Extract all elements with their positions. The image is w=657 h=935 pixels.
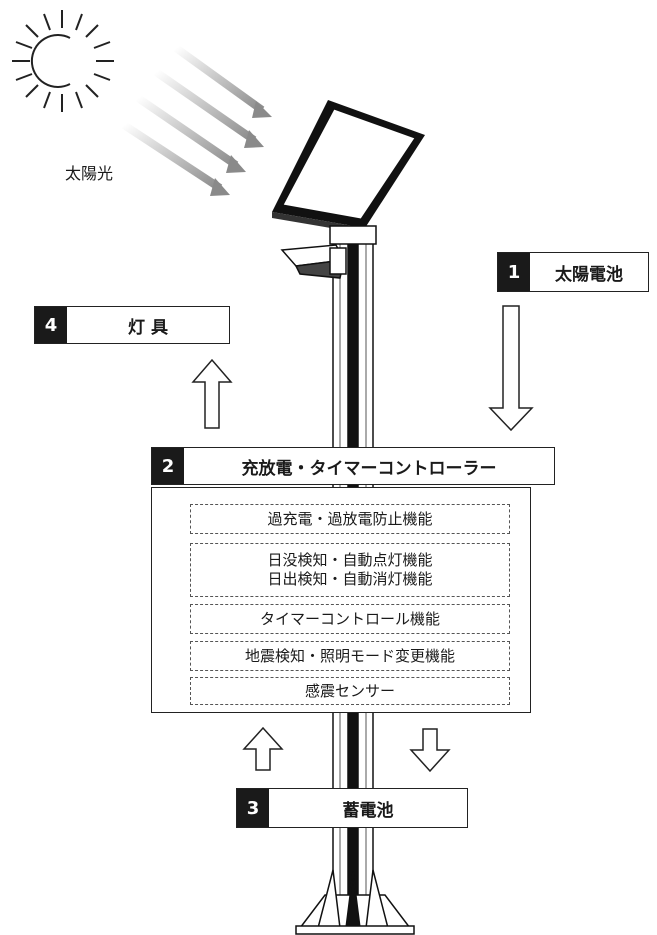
solar-battery-number: 1 bbox=[498, 253, 530, 291]
lamp-head bbox=[280, 244, 347, 279]
arrow-down-controller-to-storage bbox=[409, 728, 451, 773]
solar-battery-label: 太陽電池 bbox=[555, 264, 623, 285]
function-earthquake-mode: 地震検知・照明モード変更機能 bbox=[190, 641, 510, 671]
lamp-number: 4 bbox=[35, 307, 67, 343]
function-line: 日没検知・自動点灯機能 bbox=[267, 551, 433, 569]
function-line: タイマーコントロール機能 bbox=[259, 609, 440, 628]
arrow-down-solar-to-controller bbox=[488, 305, 534, 432]
controller-number: 2 bbox=[152, 448, 184, 484]
function-line: 地震検知・照明モード変更機能 bbox=[244, 646, 455, 665]
controller-box: 2 充放電・タイマーコントローラー bbox=[151, 447, 555, 485]
function-auto-light-on-off: 日没検知・自動点灯機能 日出検知・自動消灯機能 bbox=[190, 543, 510, 597]
controller-functions-panel: 過充電・過放電防止機能 日没検知・自動点灯機能 日出検知・自動消灯機能 タイマー… bbox=[151, 487, 531, 713]
function-overcharge-protection: 過充電・過放電防止機能 bbox=[190, 504, 510, 534]
storage-battery-label: 蓄電池 bbox=[342, 800, 394, 821]
function-line: 過充電・過放電防止機能 bbox=[267, 509, 433, 528]
function-timer-control: タイマーコントロール機能 bbox=[190, 604, 510, 634]
controller-label: 充放電・タイマーコントローラー bbox=[241, 458, 497, 479]
function-line: 日出検知・自動消灯機能 bbox=[267, 570, 433, 588]
pole-base bbox=[295, 869, 415, 935]
lamp-label: 灯 具 bbox=[128, 317, 168, 338]
sunlight-rays bbox=[121, 44, 265, 192]
sunlight-label: 太陽光 bbox=[65, 164, 114, 183]
arrow-up-storage-to-controller bbox=[242, 726, 284, 771]
arrow-up-controller-to-lamp bbox=[191, 358, 233, 429]
function-seismic-sensor: 感震センサー bbox=[190, 677, 510, 705]
ray-arrowheads bbox=[210, 101, 272, 196]
lamp-box: 4 灯 具 bbox=[34, 306, 230, 344]
function-line: 感震センサー bbox=[304, 681, 395, 700]
flow-arrows bbox=[191, 305, 534, 773]
storage-battery-number: 3 bbox=[237, 789, 269, 827]
solar-battery-box: 1 太陽電池 bbox=[497, 252, 649, 292]
sun-icon bbox=[12, 10, 114, 112]
solar-panel bbox=[272, 100, 425, 245]
storage-battery-box: 3 蓄電池 bbox=[236, 788, 468, 828]
